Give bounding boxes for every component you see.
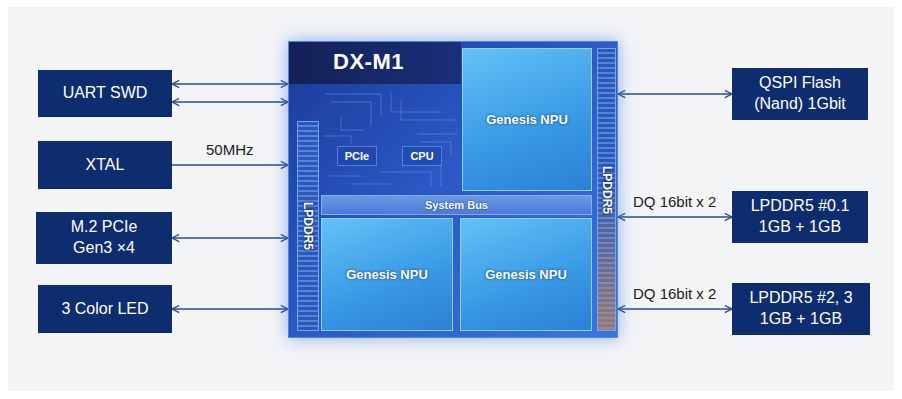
node-label: System Bus <box>425 199 488 211</box>
node-label: UART SWD <box>63 83 148 104</box>
pcie-block: PCIe <box>337 146 377 166</box>
node-label: QSPI Flash (Nand) 1Gbit <box>746 73 854 115</box>
npu-block: Genesis NPU <box>321 218 453 331</box>
flash-box: QSPI Flash (Nand) 1Gbit <box>732 68 868 120</box>
connector-arrow <box>618 216 732 217</box>
node-label: Genesis NPU <box>485 267 567 282</box>
node-label: M.2 PCIe Gen3 ×4 <box>54 217 154 259</box>
system-bus: System Bus <box>321 195 592 215</box>
node-label: LPDDR5 <box>600 165 614 213</box>
node-label: LPDDR5 #2, 3 1GB + 1GB <box>746 288 856 330</box>
connector-arrow <box>618 308 732 309</box>
node-label: CPU <box>410 150 433 162</box>
node-label: Genesis NPU <box>346 267 428 282</box>
node-label: LPDDR5 <box>301 202 315 250</box>
cpu-block: CPU <box>402 146 442 166</box>
memory-box: LPDDR5 #2, 3 1GB + 1GB <box>732 283 870 335</box>
circuit-traces <box>321 86 461 194</box>
led-box: 3 Color LED <box>38 285 172 333</box>
connector-arrow <box>618 93 732 94</box>
interface-box: M.2 PCIe Gen3 ×4 <box>36 212 172 264</box>
connector-arrow <box>172 164 288 165</box>
soc-chip: DX-M1PCIeCPUGenesis NPULPDDR5System BusG… <box>288 41 618 338</box>
memory-box: LPDDR5 #0.1 1GB + 1GB <box>732 191 868 243</box>
node-label: Genesis NPU <box>486 112 568 127</box>
interface-box: UART SWD <box>38 70 172 117</box>
node-label: LPDDR5 #0.1 1GB + 1GB <box>746 196 854 238</box>
npu-block: Genesis NPU <box>460 218 592 331</box>
chip-name: DX-M1 <box>333 49 404 75</box>
memory-strip: LPDDR5 <box>297 121 319 331</box>
npu-block: Genesis NPU <box>462 48 592 191</box>
node-label: PCIe <box>345 150 369 162</box>
connector-arrow <box>172 83 288 84</box>
connector-arrow <box>172 101 288 102</box>
connector-arrow <box>172 237 288 238</box>
node-label: 3 Color LED <box>61 299 148 320</box>
connector-arrow <box>172 308 288 309</box>
node-label: XTAL <box>86 155 125 176</box>
signal-label: DQ 16bit x 2 <box>631 285 718 303</box>
signal-label: DQ 16bit x 2 <box>631 193 718 211</box>
clock-box: XTAL <box>38 141 172 189</box>
memory-strip: LPDDR5 <box>597 48 616 331</box>
signal-label: 50MHz <box>204 141 256 159</box>
